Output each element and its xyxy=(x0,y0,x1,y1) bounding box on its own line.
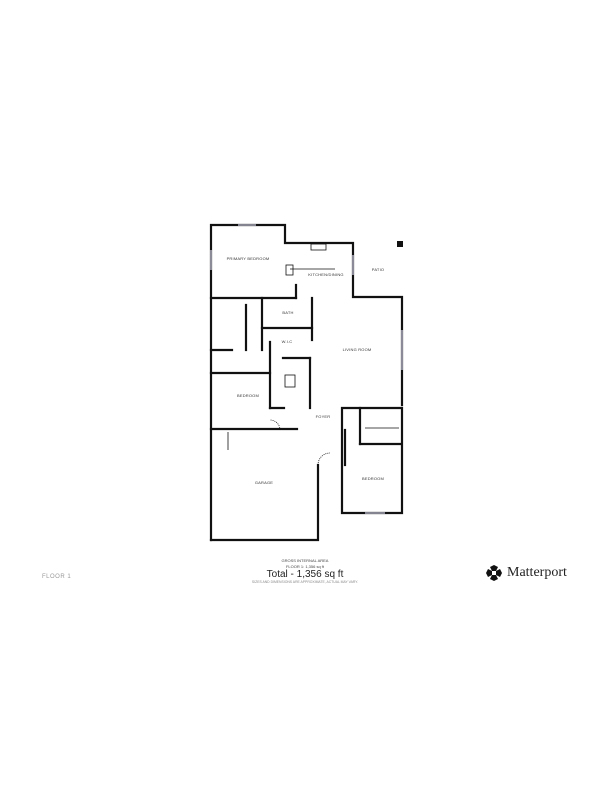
room-garage: GARAGE xyxy=(255,480,273,485)
walls xyxy=(209,223,404,542)
windows xyxy=(210,224,403,514)
floor-label: FLOOR 1 xyxy=(42,574,72,580)
brand-name: Matterport xyxy=(507,565,567,580)
column-marker xyxy=(397,241,403,247)
fixtures xyxy=(227,243,399,466)
room-living-room: LIVING ROOM xyxy=(343,347,372,352)
room-primary-bedroom: PRIMARY BEDROOM xyxy=(227,256,270,261)
room-kitchen: KITCHEN/DINING xyxy=(308,272,343,277)
disclaimer: SIZES AND DIMENSIONS ARE APPROXIMATE, AC… xyxy=(251,580,359,584)
room-bath: BATH xyxy=(282,310,293,315)
room-bedroom-left: BEDROOM xyxy=(237,393,259,398)
room-patio: PATIO xyxy=(372,267,384,272)
matterport-logo-icon xyxy=(486,565,502,581)
room-bedroom-right: BEDROOM xyxy=(362,476,384,481)
brand-logo: Matterport xyxy=(485,564,567,582)
floor-area: FLOOR 1: 1,356 sq ft xyxy=(285,564,325,569)
room-wic: W.I.C xyxy=(282,339,293,344)
total-area: Total - 1,356 sq ft xyxy=(266,569,344,580)
area-heading: GROSS INTERNAL AREA xyxy=(281,558,329,563)
room-foyer: FOYER xyxy=(316,414,331,419)
